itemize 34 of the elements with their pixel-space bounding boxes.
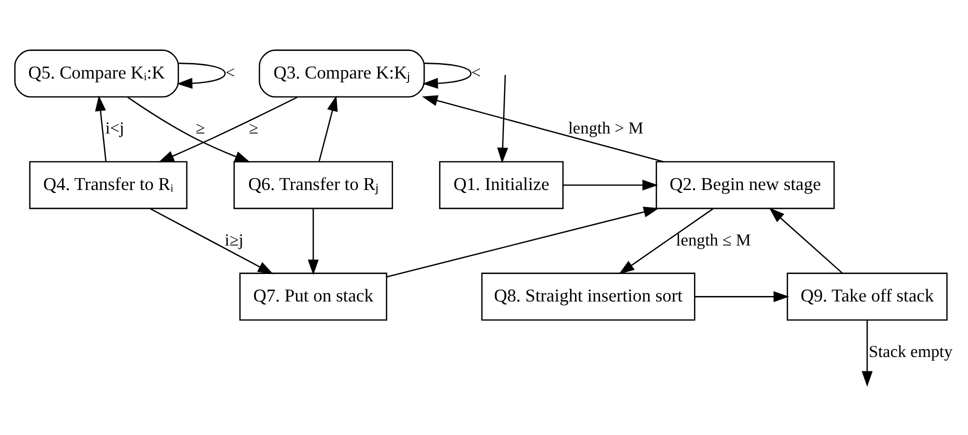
node-box: Q2. Begin new stage [655,160,834,209]
node-box: Q6. Transfer to Rⱼ [232,160,393,209]
edge-label: ≥ [248,118,258,138]
node-box: Q8. Straight insertion sort [480,272,695,320]
arrow [768,207,842,274]
arrow [562,179,658,190]
arrow [694,290,789,302]
node-box: Q1. Initialize [438,160,564,209]
node-box: Q3. Compare K:Kⱼ [258,49,424,98]
edge-label: length > M [568,118,643,138]
edge-label: i<j [104,118,124,138]
node-box: Q9. Take off stack [786,272,948,320]
edge-label: length ≤ M [676,230,750,249]
node-box: Q4. Transfer to Rᵢ [28,160,187,209]
arrow [386,206,659,277]
arrow [422,94,664,162]
arrow [149,208,273,274]
arrow [318,95,338,162]
node-box: Q7. Put on stack [238,272,387,320]
edge-label: ≥ [195,118,205,138]
arrow [94,94,106,162]
node-box: Q5. Compare Kᵢ:K [14,49,178,98]
arrow [126,96,250,162]
edge-label: i≥j [224,230,243,249]
edge-label: < [224,62,234,82]
arrow [496,74,508,163]
edge-label: < [470,62,480,82]
arrow [618,208,713,274]
arrow [861,320,872,386]
arrow [176,62,226,88]
arrow [158,96,298,162]
edge-label: Stack empty [868,341,952,360]
arrow [307,208,318,275]
arrow [422,62,472,88]
